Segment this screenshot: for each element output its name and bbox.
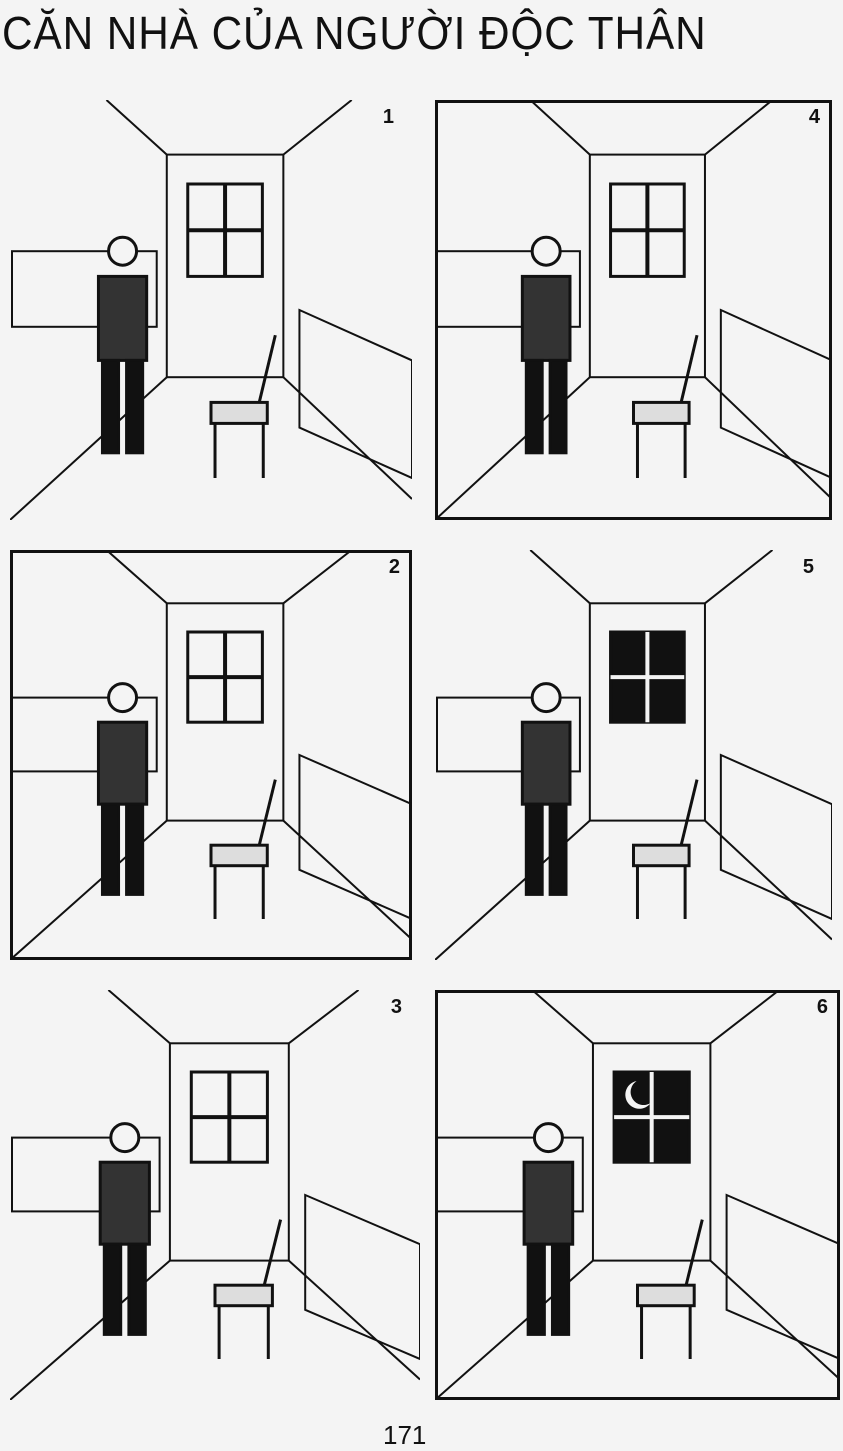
back-wall [168, 1042, 290, 1262]
comic-panel-3: 3 [10, 990, 420, 1400]
man-figure [522, 1122, 575, 1336]
room-drawing [435, 550, 832, 960]
comic-panel-6: 6 [435, 990, 840, 1400]
room-drawing [435, 100, 832, 520]
man-figure [98, 1122, 151, 1336]
wall-cabinet [436, 250, 581, 328]
wall-cabinet [11, 696, 158, 773]
room-drawing [10, 100, 412, 520]
chair [632, 779, 699, 919]
moon-icon [625, 1081, 651, 1109]
panel-number: 4 [808, 106, 820, 128]
back-wall [165, 153, 285, 379]
wall-cabinet [436, 696, 581, 773]
wall-cabinet [11, 1136, 161, 1213]
back-wall [591, 1042, 712, 1262]
wall-picture [725, 1193, 840, 1361]
panel-number: 1 [382, 106, 394, 128]
wall-cabinet [436, 1136, 584, 1213]
man-figure [520, 682, 572, 896]
back-wall [165, 602, 285, 822]
page-number: 171 [383, 1420, 427, 1450]
man-figure [96, 235, 149, 455]
wall-picture [719, 753, 832, 921]
man-figure [96, 682, 149, 896]
comic-panel-1: 1 [10, 100, 412, 520]
panel-number: 6 [816, 996, 828, 1018]
chair [209, 334, 277, 478]
comic-panel-2: 2 [10, 550, 412, 960]
wall-picture [298, 753, 412, 921]
comic-panel-4: 4 [435, 100, 832, 520]
chair [636, 1219, 704, 1359]
wall-picture [298, 308, 412, 480]
man-figure [520, 235, 572, 455]
wall-picture [304, 1193, 420, 1361]
chair [209, 779, 277, 919]
page-title: CĂN NHÀ CỦA NGƯỜI ĐỘC THÂN [2, 7, 707, 59]
chair [213, 1219, 283, 1359]
chair [632, 334, 699, 478]
room-drawing [10, 550, 412, 960]
back-wall [588, 602, 706, 822]
comic-panel-5: 5 [435, 550, 832, 960]
room-drawing [435, 990, 840, 1400]
wall-picture [719, 308, 832, 480]
panel-number: 5 [802, 556, 814, 578]
back-wall [588, 153, 706, 379]
wall-cabinet [11, 250, 158, 328]
panel-number: 3 [390, 996, 402, 1018]
room-drawing [10, 990, 420, 1400]
panel-number: 2 [388, 556, 400, 578]
